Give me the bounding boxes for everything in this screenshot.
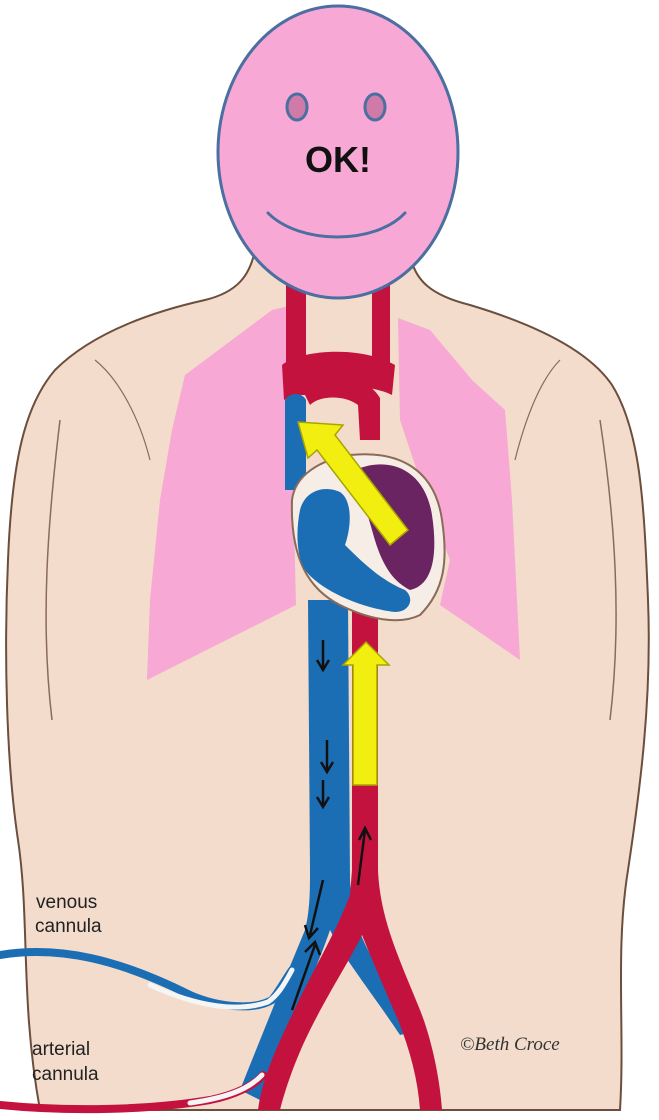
venous-label-line2: cannula [35,916,102,937]
venous-label-line1: venous [36,892,97,913]
face-text: OK! [305,139,371,180]
right-eye [365,94,385,120]
left-eye [287,94,307,120]
arterial-label-line1: arterial [32,1039,90,1060]
artist-credit: ©Beth Croce [460,1034,560,1055]
smiley-face: OK! [218,6,458,298]
arterial-label-line2: cannula [32,1064,99,1085]
